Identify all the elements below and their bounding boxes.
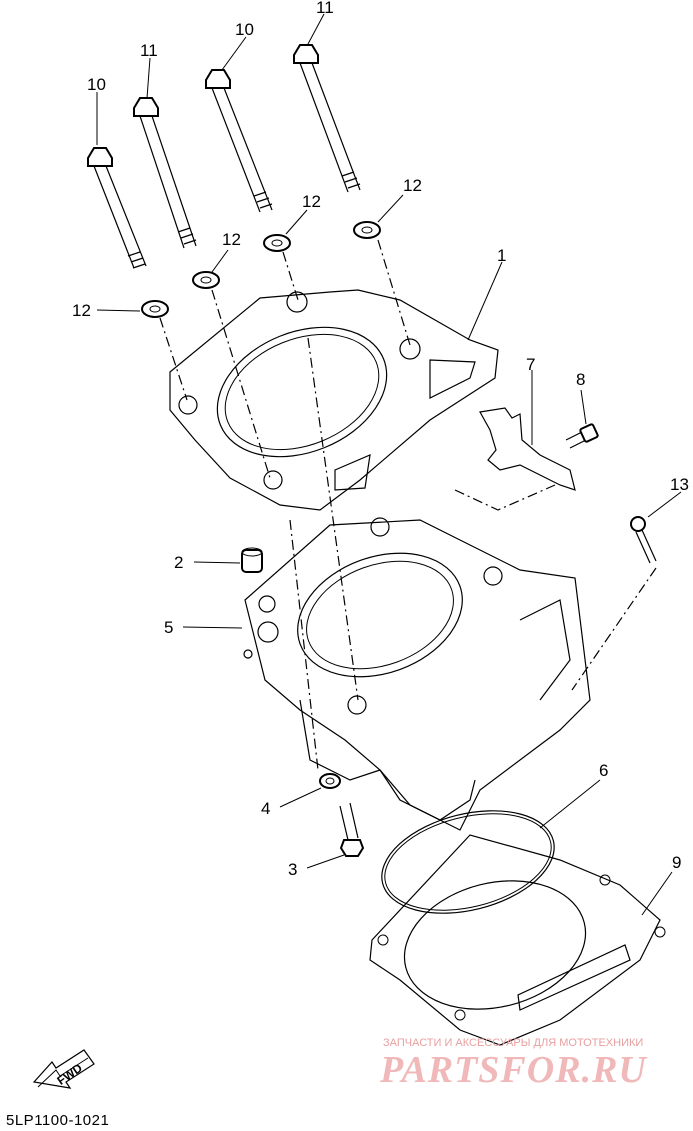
- washer-12-d: [353, 221, 381, 239]
- callout-10-left: 10: [87, 75, 106, 94]
- callout-1: 1: [497, 246, 506, 265]
- fwd-arrow-icon: FWD: [32, 1049, 95, 1089]
- callout-3: 3: [288, 860, 297, 879]
- callout-10-right: 10: [235, 20, 254, 39]
- bolt-13: [630, 516, 657, 564]
- screw-8: [565, 423, 599, 449]
- callout-11-left: 11: [140, 41, 158, 60]
- dowel-pin-2: [241, 547, 263, 573]
- fwd-label: FWD: [54, 1061, 85, 1088]
- washer-12-a: [141, 300, 169, 318]
- cylinder-head-gasket: [169, 289, 499, 511]
- cylinder-bolt-10-left: [87, 147, 147, 269]
- washer-4: [319, 773, 341, 789]
- callout-6: 6: [599, 761, 608, 780]
- washer-12-c: [263, 234, 291, 252]
- cylinder-bolt-11-right: [293, 44, 361, 193]
- watermark-tagline: ЗАПЧАСТИ И АКСЕССУАРЫ ДЛЯ МОТОТЕХНИКИ: [383, 1037, 644, 1049]
- cylinder-base-gasket: [369, 834, 666, 1046]
- callout-7: 7: [526, 355, 535, 374]
- callout-5: 5: [164, 618, 173, 637]
- bracket-7: [479, 407, 576, 491]
- washer-12-b: [192, 271, 220, 289]
- callout-9: 9: [672, 853, 681, 872]
- callout-12-d: 12: [403, 176, 422, 195]
- callout-8: 8: [576, 370, 585, 389]
- callout-4: 4: [261, 799, 270, 818]
- o-ring-6: [381, 810, 555, 914]
- diagram-code: 5LP1100-1021: [6, 1112, 110, 1129]
- callout-11-right: 11: [316, 0, 334, 17]
- cylinder-block: [243, 517, 591, 831]
- callout-12-b: 12: [222, 230, 241, 249]
- watermark-brand: PARTSFOR.RU: [380, 1049, 647, 1091]
- callout-13: 13: [670, 475, 689, 494]
- callout-12-c: 12: [302, 192, 321, 211]
- bolt-3: [339, 802, 365, 857]
- callout-12-a: 12: [72, 301, 91, 320]
- callout-2: 2: [174, 553, 183, 572]
- cylinder-bolt-11-left: [133, 97, 197, 249]
- alignment-lines: [159, 239, 657, 771]
- leader-lines: [96, 13, 682, 916]
- cylinder-bolt-10-right: [205, 69, 273, 213]
